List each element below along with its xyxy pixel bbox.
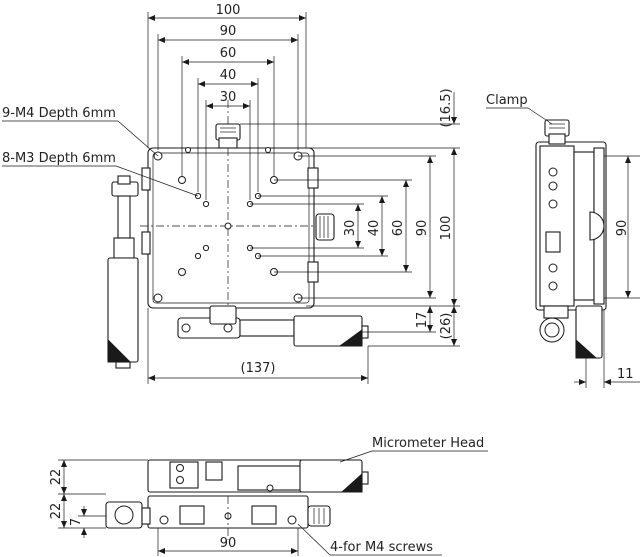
m3-hole <box>202 200 210 208</box>
dim-right-26: (26) <box>439 313 454 340</box>
linkage-screw <box>223 323 233 333</box>
front-view <box>105 459 369 540</box>
front-left-knob-circle <box>114 505 134 525</box>
corner-hole <box>153 293 163 303</box>
dim-top-40: 40 <box>220 68 237 83</box>
left-micrometer-clamp <box>117 175 131 185</box>
bottom-linkage-block <box>209 305 237 325</box>
dim-side-90: 90 <box>615 220 630 237</box>
bottom-dimension: (137) <box>147 308 369 384</box>
dim-front-22-bottom: 22 <box>49 503 64 520</box>
side-screw <box>548 263 558 273</box>
side-screw <box>548 181 558 191</box>
dim-front-22-top: 22 <box>49 469 64 486</box>
side-knob <box>589 211 605 241</box>
label-clamp: Clamp <box>486 93 528 108</box>
front-screw <box>159 515 169 525</box>
dim-side-11: 11 <box>617 367 634 382</box>
stage-top-plate <box>152 152 310 304</box>
side-screw <box>548 281 558 291</box>
m3-hole <box>202 244 210 252</box>
label-9-m4: 9-M4 Depth 6mm <box>2 106 116 121</box>
left-block-lower <box>141 231 151 255</box>
stage-body <box>147 147 315 309</box>
dim-top-30: 30 <box>220 90 237 105</box>
bottom-micrometer-sleeve <box>239 319 295 337</box>
m3-hole <box>194 252 202 260</box>
front-micrometer-end <box>361 471 369 485</box>
dim-top-60: 60 <box>220 46 237 61</box>
dim-front-90: 90 <box>220 536 237 551</box>
side-screw <box>548 167 558 177</box>
m4-hole-center <box>224 222 232 230</box>
label-micrometer-head: Micrometer Head <box>372 436 484 451</box>
side-clamp-base <box>548 133 566 145</box>
front-lower-block <box>251 505 277 525</box>
side-screw <box>548 199 558 209</box>
dim-top-100: 100 <box>216 3 241 18</box>
side-micrometer-end-inner <box>544 322 560 338</box>
dim-right-16-5: (16.5) <box>439 88 454 127</box>
m4-hole <box>265 147 271 153</box>
top-clamp-base <box>218 137 238 149</box>
m4-hole <box>185 147 191 153</box>
left-micrometer-end <box>115 361 131 369</box>
side-dimensions: 90 11 Clamp <box>486 93 640 388</box>
linkage-screw <box>181 323 191 333</box>
right-dimensions: (16.5) 100 90 60 40 30 17 (26) <box>240 88 460 347</box>
side-spindle-block <box>545 231 561 253</box>
front-screw <box>176 464 184 472</box>
left-micrometer-sleeve <box>113 237 135 259</box>
front-screw <box>176 476 184 484</box>
dim-right-90: 90 <box>415 220 430 237</box>
dim-right-17: 17 <box>415 312 430 329</box>
front-dimensions: 22 22 7 90 Micrometer Head 4-for M4 scre… <box>49 436 488 556</box>
dim-right-30: 30 <box>343 220 358 237</box>
label-8-m3: 8-M3 Depth 6mm <box>2 151 116 166</box>
dim-right-100: 100 <box>439 216 454 241</box>
left-block-upper <box>141 167 151 191</box>
dim-bottom-137: (137) <box>241 361 276 376</box>
side-bottom-block <box>543 305 569 319</box>
dim-right-40: 40 <box>367 220 382 237</box>
top-view <box>107 100 369 369</box>
top-dimensions: 100 90 60 40 30 <box>147 3 307 200</box>
label-screws: 4-for M4 screws <box>330 540 433 555</box>
dim-top-90: 90 <box>220 24 237 39</box>
front-clamp-block <box>205 461 223 481</box>
left-micrometer-spindle <box>117 195 131 239</box>
front-screw <box>266 484 274 492</box>
front-screw <box>287 515 297 525</box>
top-view-callouts: 9-M4 Depth 6mm 8-M3 Depth 6mm <box>2 106 199 197</box>
right-block-upper <box>307 167 319 189</box>
front-lower-block <box>179 505 205 525</box>
front-upper-block <box>169 461 199 489</box>
m4-hole <box>178 176 186 184</box>
right-clamp-knob <box>315 213 335 241</box>
front-left-connector <box>141 507 151 525</box>
side-view <box>535 119 607 359</box>
dim-front-7: 7 <box>69 518 84 526</box>
dim-right-60: 60 <box>391 220 406 237</box>
m4-hole <box>178 268 186 276</box>
